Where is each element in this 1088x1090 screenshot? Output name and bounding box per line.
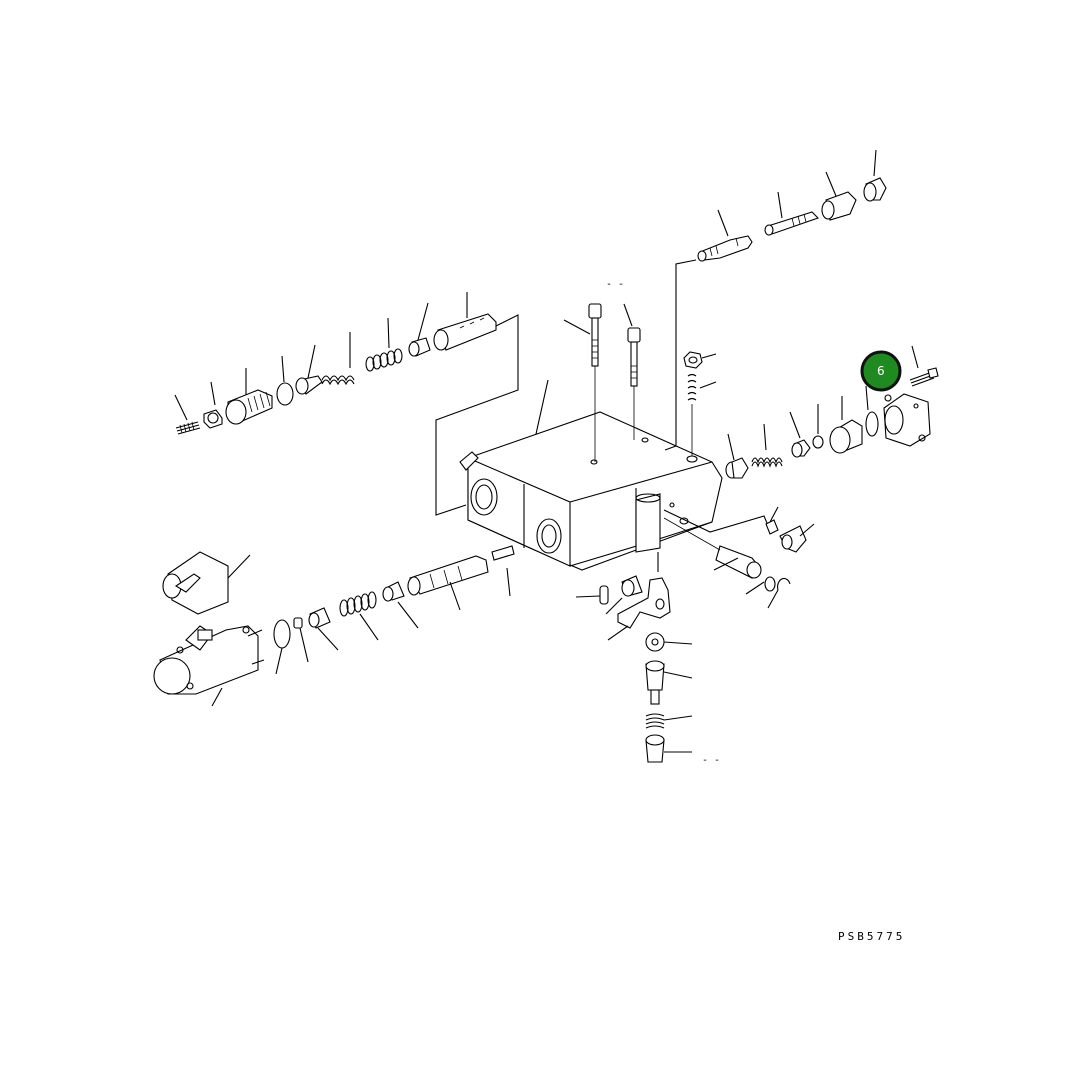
center-bolts (563, 303, 717, 462)
dash-mark-lower: - - (702, 755, 720, 766)
solenoid-assembly (153, 551, 265, 707)
dash-mark-upper: - - (606, 279, 624, 290)
highlight-callout-6[interactable]: 6 (860, 350, 902, 392)
callout-circle[interactable] (860, 350, 902, 392)
lower-center-stack (575, 552, 693, 763)
valve-body (459, 411, 723, 571)
upper-right-spool-assembly (664, 149, 887, 451)
upper-left-spool-assembly (174, 292, 549, 516)
left-lower-spool (273, 545, 515, 675)
lower-right-parts (663, 506, 815, 609)
drawing-code: PSB5775 (838, 930, 905, 943)
callout-label: 6 (877, 364, 885, 378)
right-cover-assembly (725, 345, 939, 479)
